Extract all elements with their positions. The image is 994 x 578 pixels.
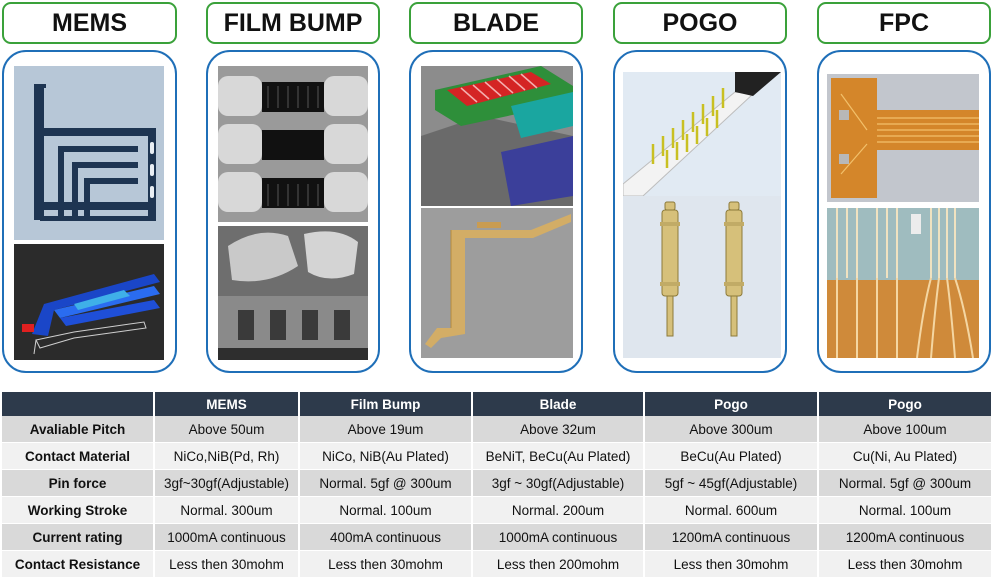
film-bump-closeup-photo [218, 226, 368, 360]
fpc-photo-frame [817, 50, 991, 373]
specs-table: MEMS Film Bump Blade Pogo Pogo Avaliable… [2, 392, 993, 578]
table-row: Avaliable Pitch Above 50um Above 19um Ab… [2, 416, 993, 443]
table-cell: Normal. 100um [818, 496, 993, 524]
table-cell: Normal. 300um [154, 496, 300, 524]
table-cell: BeCu(Au Plated) [644, 442, 819, 470]
row-label: Working Stroke [2, 496, 155, 524]
table-cell: Above 19um [299, 416, 473, 443]
title-film-bump: FILM BUMP [206, 2, 380, 44]
table-cell: Above 300um [644, 416, 819, 443]
title-blade: BLADE [409, 2, 583, 44]
table-cell: 5gf ~ 45gf(Adjustable) [644, 469, 819, 497]
header-cell-pogo-2: Pogo [818, 392, 993, 416]
table-cell: Less then 200mohm [472, 550, 645, 578]
pogo-photo-frame [613, 50, 787, 373]
table-cell: 3gf ~ 30gf(Adjustable) [472, 469, 645, 497]
header-cell-film-bump: Film Bump [299, 392, 473, 416]
table-cell: Normal. 600um [644, 496, 819, 524]
table-cell: 1000mA continuous [154, 523, 300, 551]
row-label: Contact Material [2, 442, 155, 470]
fpc-trace-photo [827, 208, 979, 358]
table-row: Current rating 1000mA continuous 400mA c… [2, 523, 993, 551]
table-cell: 3gf~30gf(Adjustable) [154, 469, 300, 497]
table-header-row: MEMS Film Bump Blade Pogo Pogo [2, 392, 993, 416]
header-cell-mems: MEMS [154, 392, 300, 416]
table-cell: Above 50um [154, 416, 300, 443]
mems-probe-photo [14, 66, 164, 240]
film-bump-photo-frame [206, 50, 380, 373]
table-row: Contact Material NiCo,NiB(Pd, Rh) NiCo, … [2, 442, 993, 470]
pogo-pins-photo [623, 196, 781, 358]
blade-cad-render [421, 66, 573, 206]
table-cell: Less then 30mohm [644, 550, 819, 578]
table-cell: 400mA continuous [299, 523, 473, 551]
table-cell: Normal. 200um [472, 496, 645, 524]
table-cell: Cu(Ni, Au Plated) [818, 442, 993, 470]
header-cell-blank [2, 392, 155, 416]
table-cell: BeNiT, BeCu(Au Plated) [472, 442, 645, 470]
table-cell: Normal. 5gf @ 300um [299, 469, 473, 497]
film-bump-sem-photo [218, 66, 368, 222]
table-cell: Normal. 5gf @ 300um [818, 469, 993, 497]
table-cell: 1200mA continuous [818, 523, 993, 551]
title-pogo: POGO [613, 2, 787, 44]
header-cell-blade: Blade [472, 392, 645, 416]
table-cell: 1200mA continuous [644, 523, 819, 551]
table-cell: NiCo, NiB(Au Plated) [299, 442, 473, 470]
table-cell: Above 32um [472, 416, 645, 443]
pogo-array-render [623, 72, 781, 196]
row-label: Avaliable Pitch [2, 416, 155, 443]
header-cell-pogo: Pogo [644, 392, 819, 416]
row-label: Current rating [2, 523, 155, 551]
table-cell: NiCo,NiB(Pd, Rh) [154, 442, 300, 470]
fpc-flex-photo [827, 74, 979, 202]
table-cell: Above 100um [818, 416, 993, 443]
table-row: Working Stroke Normal. 300um Normal. 100… [2, 496, 993, 524]
row-label: Contact Resistance [2, 550, 155, 578]
table-cell: Less then 30mohm [818, 550, 993, 578]
table-cell: Less then 30mohm [154, 550, 300, 578]
blade-photo-frame [409, 50, 583, 373]
blade-tip-photo [421, 208, 573, 358]
table-cell: Less then 30mohm [299, 550, 473, 578]
table-cell: 1000mA continuous [472, 523, 645, 551]
table-row: Pin force 3gf~30gf(Adjustable) Normal. 5… [2, 469, 993, 497]
title-fpc: FPC [817, 2, 991, 44]
table-cell: Normal. 100um [299, 496, 473, 524]
mems-photo-frame [2, 50, 177, 373]
row-label: Pin force [2, 469, 155, 497]
mems-simulation-image [14, 244, 164, 360]
title-mems: MEMS [2, 2, 177, 44]
table-row: Contact Resistance Less then 30mohm Less… [2, 550, 993, 578]
